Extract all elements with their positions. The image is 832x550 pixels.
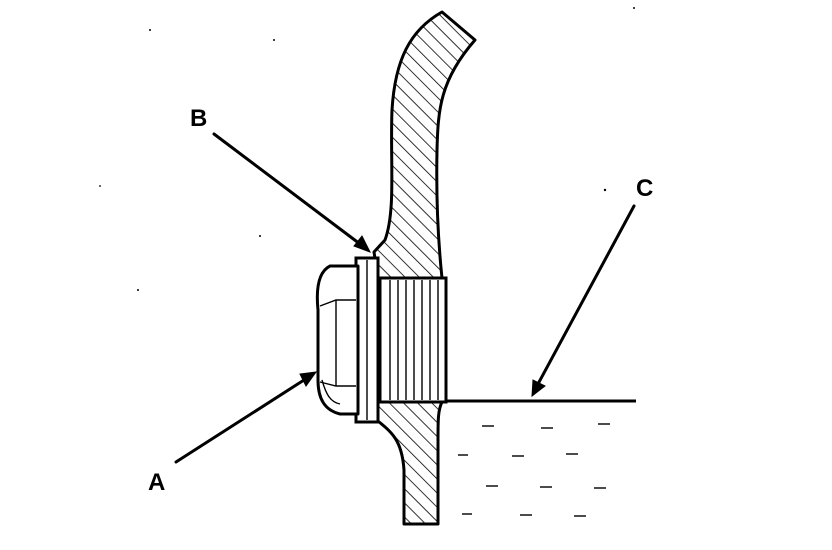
callout-label-c: C [636, 175, 653, 202]
casing-wall-lower [372, 398, 444, 526]
plug-threads [378, 276, 448, 404]
scan-specks [99, 7, 635, 291]
drain-bolt-hex-head [315, 264, 360, 416]
callout-label-a: A [148, 469, 165, 496]
leader-arrow-a [174, 371, 318, 464]
casing-wall-upper [372, 10, 477, 280]
fluid-body [458, 423, 610, 517]
callout-label-b: B [190, 105, 207, 132]
leader-arrow-b [212, 132, 372, 253]
leader-arrow-c [531, 204, 636, 398]
